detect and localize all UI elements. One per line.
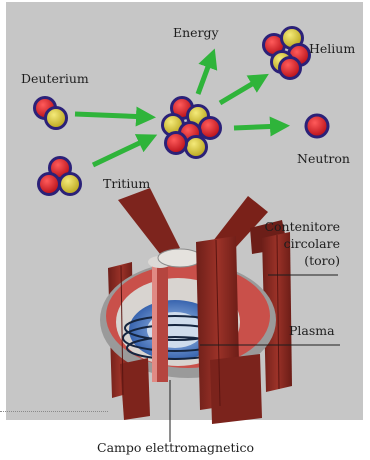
arrow-energy xyxy=(198,56,212,94)
free-neutron xyxy=(306,115,328,137)
helium-nucleus xyxy=(264,28,310,79)
helium-label: Helium xyxy=(309,42,355,56)
container-label-line3: (toro) xyxy=(304,254,340,268)
dotted-divider xyxy=(0,411,108,412)
arrow-tritium xyxy=(93,138,150,165)
deuterium-nucleus xyxy=(35,98,67,129)
container-label-line1: Contenitore xyxy=(264,220,340,234)
campo-label: Campo elettromagnetico xyxy=(97,441,254,455)
arrow-deuterium xyxy=(75,114,148,117)
container-label-line2: circolare xyxy=(284,237,340,251)
plasma-label: Plasma xyxy=(289,324,335,338)
arrow-helium xyxy=(220,78,262,103)
tokamak-illustration xyxy=(100,188,292,424)
deuterium-label: Deuterium xyxy=(21,72,89,86)
arrow-neutron xyxy=(234,126,282,128)
tritium-label: Tritium xyxy=(103,177,150,191)
compound-nucleus xyxy=(163,98,221,158)
neutron-label: Neutron xyxy=(297,152,350,166)
tritium-nucleus xyxy=(39,158,81,195)
energy-label: Energy xyxy=(173,26,219,40)
